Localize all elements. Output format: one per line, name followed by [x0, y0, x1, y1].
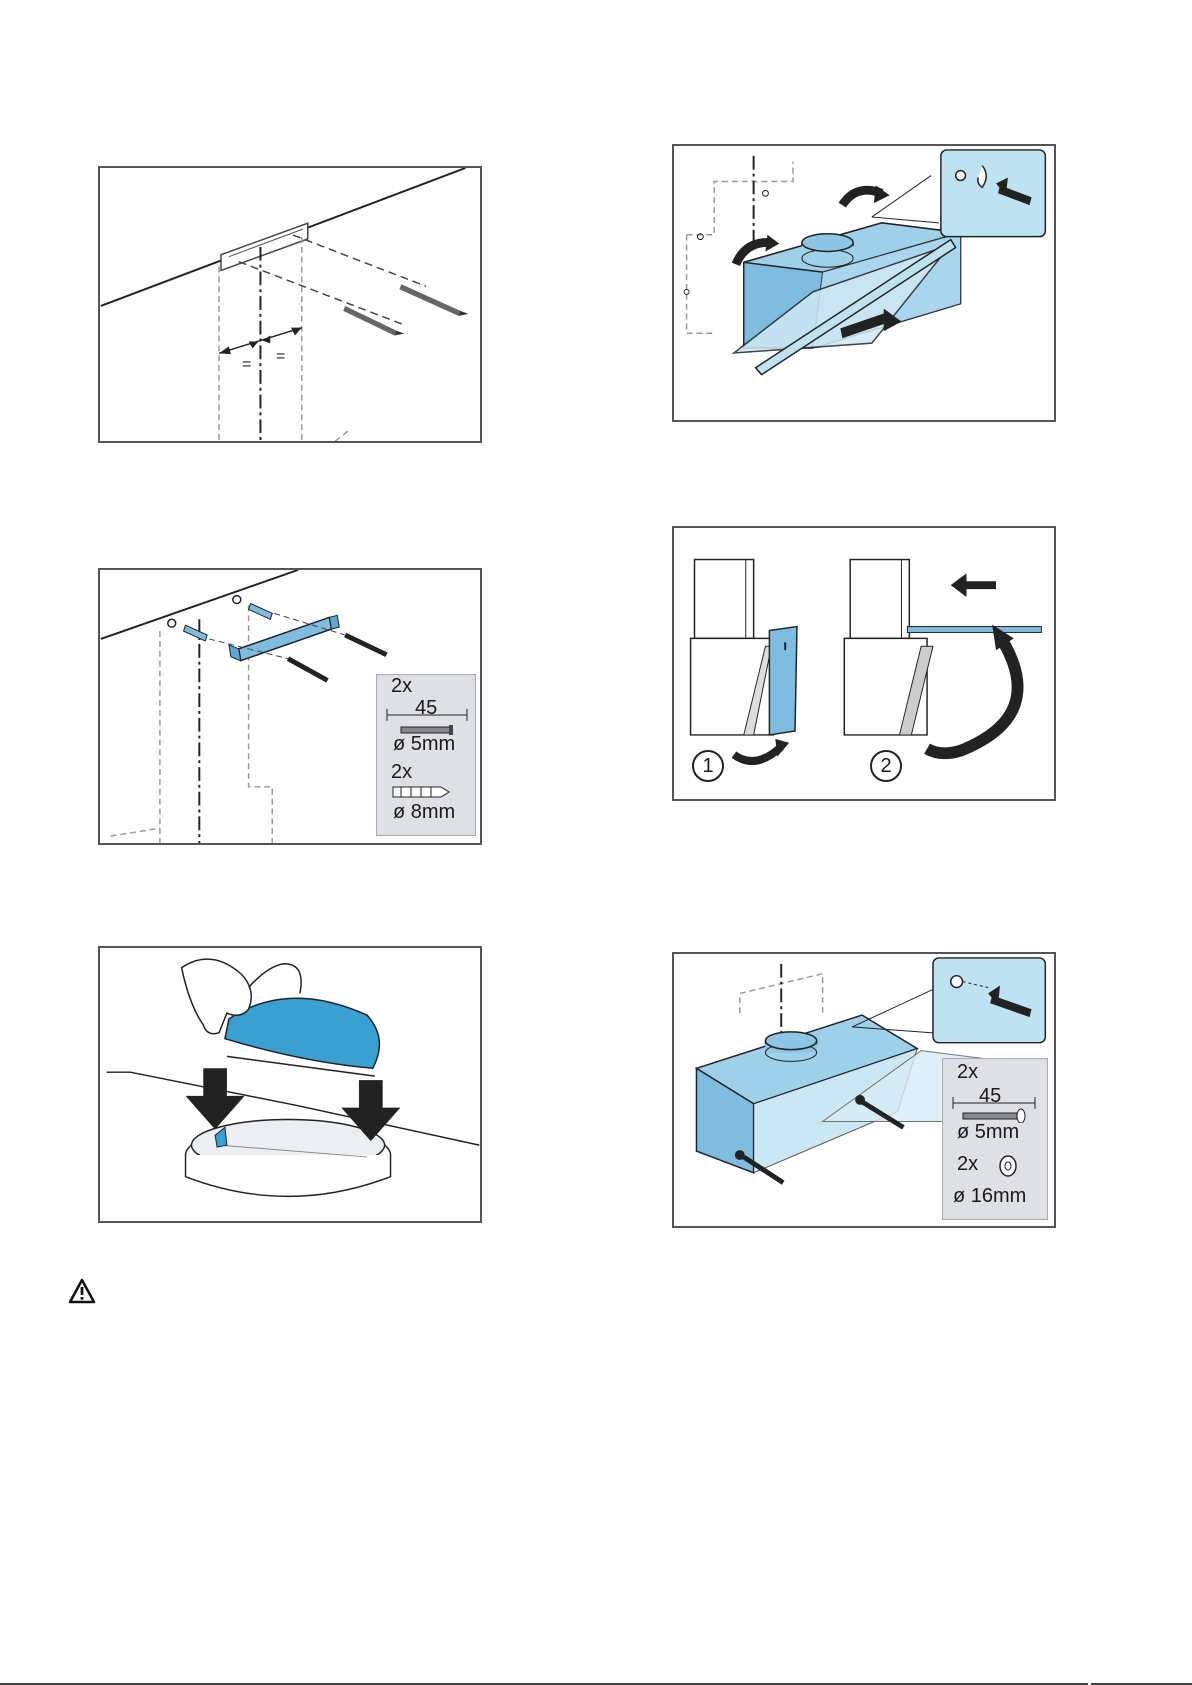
panel-mark-holes: = = — [98, 166, 482, 443]
washer-diameter: ø 16mm — [953, 1185, 1026, 1208]
screw-diameter: ø 5mm — [393, 733, 455, 756]
dowel-icon — [391, 783, 451, 801]
screw-icon — [949, 1095, 1041, 1123]
panel-open-front: 1 2 — [672, 526, 1056, 801]
mount-hood-illustration — [674, 146, 1054, 420]
screw-quantity: 2x — [391, 675, 412, 698]
panel-mount-hood — [672, 144, 1056, 422]
step-number-2: 2 — [870, 750, 902, 782]
equal-mark-left: = — [242, 356, 251, 374]
equal-mark-right: = — [276, 348, 285, 366]
screw-quantity: 2x — [957, 1061, 978, 1084]
panel-secure-hood: 2x 45 ø 5mm 2x ø 16mm — [672, 952, 1056, 1228]
dowel-quantity: 2x — [391, 761, 412, 784]
footer-rule-gap — [1088, 1680, 1091, 1685]
panel-fit-flap — [98, 946, 482, 1223]
parts-legend: 2x 45 ø 5mm 2x ø 8mm — [376, 674, 476, 836]
washer-icon — [997, 1155, 1019, 1177]
warning-triangle-icon — [68, 1278, 96, 1304]
panel-install-bracket: 2x 45 ø 5mm 2x ø 8mm — [98, 568, 482, 845]
washer-quantity: 2x — [957, 1153, 978, 1176]
fit-flap-illustration — [100, 948, 480, 1221]
dowel-diameter: ø 8mm — [393, 801, 455, 824]
step-number-1: 1 — [692, 750, 724, 782]
open-front-illustration — [674, 528, 1054, 799]
mark-holes-illustration — [100, 168, 480, 441]
parts-legend-secure: 2x 45 ø 5mm 2x ø 16mm — [942, 1058, 1048, 1220]
screw-diameter: ø 5mm — [957, 1121, 1019, 1144]
